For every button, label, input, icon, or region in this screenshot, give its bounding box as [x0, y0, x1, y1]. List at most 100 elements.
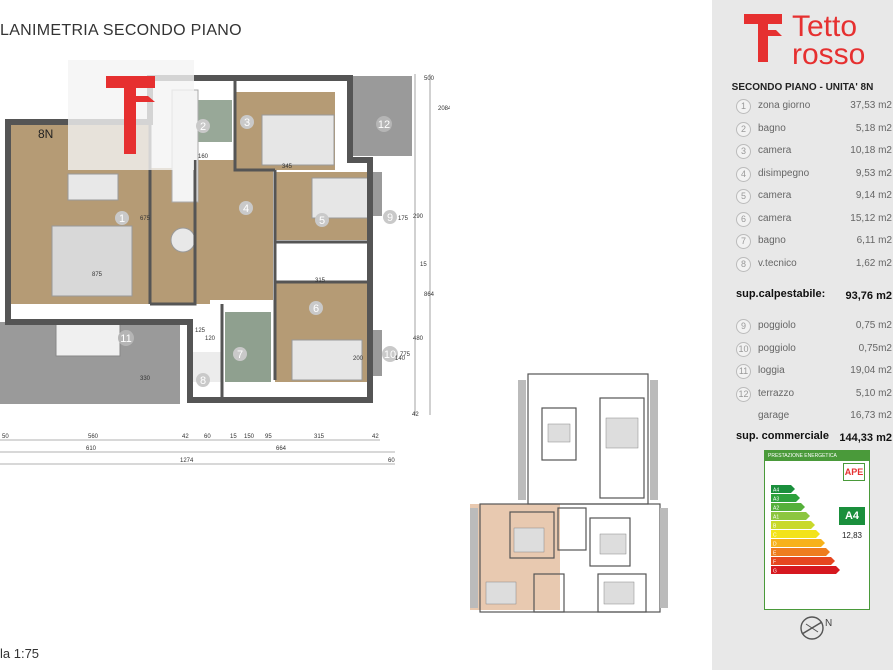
sofa	[51, 225, 133, 297]
area-number: 4	[736, 166, 751, 182]
brand-word-1: Tetto	[792, 10, 858, 43]
brand-word-2: rosso	[792, 38, 866, 71]
dimension: 200	[353, 356, 364, 362]
page-title: LANIMETRIA SECONDO PIANO	[0, 22, 242, 39]
energy-bar-label: D	[773, 542, 777, 548]
area-row: 3 camera 10,18 m2	[732, 143, 892, 161]
dimension: 175	[398, 216, 409, 222]
room-badge-7	[233, 347, 247, 361]
energy-bar-label: B	[773, 524, 777, 530]
sup-commerciale: sup. commerciale 144,33 m2	[736, 430, 892, 444]
outdoor-table	[55, 321, 121, 357]
area-label: poggiolo	[758, 342, 796, 354]
sup-calpestabile: sup.calpestabile: 93,76 m2	[736, 288, 892, 302]
area-label: bagno	[758, 235, 786, 246]
unit-label: 8N	[38, 127, 53, 141]
room-number: 7	[237, 349, 243, 361]
area-label: v.tecnico	[758, 257, 797, 269]
dimension: 315	[315, 278, 326, 284]
area-number: 5	[736, 189, 751, 204]
area-label: camera	[758, 145, 792, 156]
area-value: 19,04 m2	[850, 365, 892, 376]
energy-bar	[771, 494, 800, 502]
dimension: 150	[244, 434, 255, 440]
energy-bar	[771, 548, 830, 556]
brand-logo: Tetto rosso	[742, 8, 892, 71]
area-value: 10,18 m2	[850, 145, 892, 156]
dimension: 160	[198, 154, 209, 160]
area-label: poggiolo	[758, 320, 796, 331]
dimension: 95	[265, 434, 272, 440]
energy-bar	[771, 530, 820, 538]
energy-bar-label: C	[773, 533, 777, 539]
area-value: 5,18 m2	[855, 122, 892, 134]
dimension: 315	[314, 434, 325, 440]
dimension: 500	[424, 76, 435, 82]
dimension: 675	[140, 216, 151, 222]
room-badge-5	[315, 213, 329, 227]
energy-class-badge: A4	[839, 507, 865, 525]
dimension: 875	[92, 272, 103, 278]
room-badge-8	[196, 373, 210, 387]
dimension: 480	[413, 336, 424, 342]
area-label: bagno	[758, 122, 786, 134]
energy-bar	[771, 485, 795, 493]
dimension: 610	[86, 446, 97, 452]
area-label: terrazzo	[758, 387, 795, 399]
energy-bar-label: E	[773, 551, 777, 557]
area-row: 8 v.tecnico 1,62 m2	[732, 256, 892, 274]
area-value: 1,62 m2	[855, 257, 892, 269]
floor-plan: 1 2 3 4 5 6 7 8 9 10 11 12 8N 345 315 67…	[0, 60, 450, 465]
dimension: 560	[88, 434, 99, 440]
area-value: 9,53 m2	[855, 167, 892, 179]
site-plan	[470, 373, 668, 613]
energy-bar	[771, 521, 815, 529]
dimension: 345	[282, 164, 293, 170]
dimension: 42	[412, 412, 419, 418]
room-number: 3	[244, 117, 250, 129]
area-value: 15,12 m2	[850, 212, 892, 224]
room-badge-3	[240, 115, 254, 129]
sup-commerciale-label: sup. commerciale	[736, 430, 829, 442]
watermark-logo	[106, 76, 155, 154]
room-disimpegno	[195, 160, 273, 300]
svg-text:N: N	[825, 618, 832, 629]
area-number: 3	[736, 144, 751, 159]
room-badge-10	[382, 346, 398, 362]
room-bagno-7	[225, 312, 271, 382]
energy-bar	[771, 539, 825, 547]
dimension: 60	[204, 434, 211, 440]
room-number: 11	[120, 333, 131, 345]
dimension: 125	[195, 328, 206, 334]
sup-calpestabile-value: 93,76 m2	[845, 290, 892, 302]
dimension: 120	[205, 336, 216, 342]
room-badge-9	[383, 210, 397, 224]
area-label: garage	[758, 410, 790, 421]
area-number: 1	[736, 99, 751, 114]
room-badge-4	[239, 201, 253, 215]
room-number: 2	[200, 121, 206, 133]
dimension: 290	[413, 214, 424, 220]
dimension: 2084	[438, 106, 450, 112]
room-badge-6	[309, 301, 323, 315]
ape-header: PRESTAZIONE ENERGETICA	[765, 451, 869, 461]
area-label: disimpegno	[758, 167, 810, 179]
area-row: 2 bagno 5,18 m2	[732, 121, 892, 139]
area-number: 2	[736, 121, 751, 137]
area-number: 8	[736, 256, 751, 272]
energy-value: 12,83	[841, 531, 863, 540]
dimension: 50	[2, 434, 9, 440]
dimension: 664	[276, 446, 287, 452]
bed-3	[261, 114, 335, 166]
area-number: 11	[736, 364, 751, 379]
area-label: zona giorno	[758, 100, 811, 111]
area-value: 5,10 m2	[855, 387, 892, 399]
energy-bar-label: A4	[773, 488, 779, 494]
